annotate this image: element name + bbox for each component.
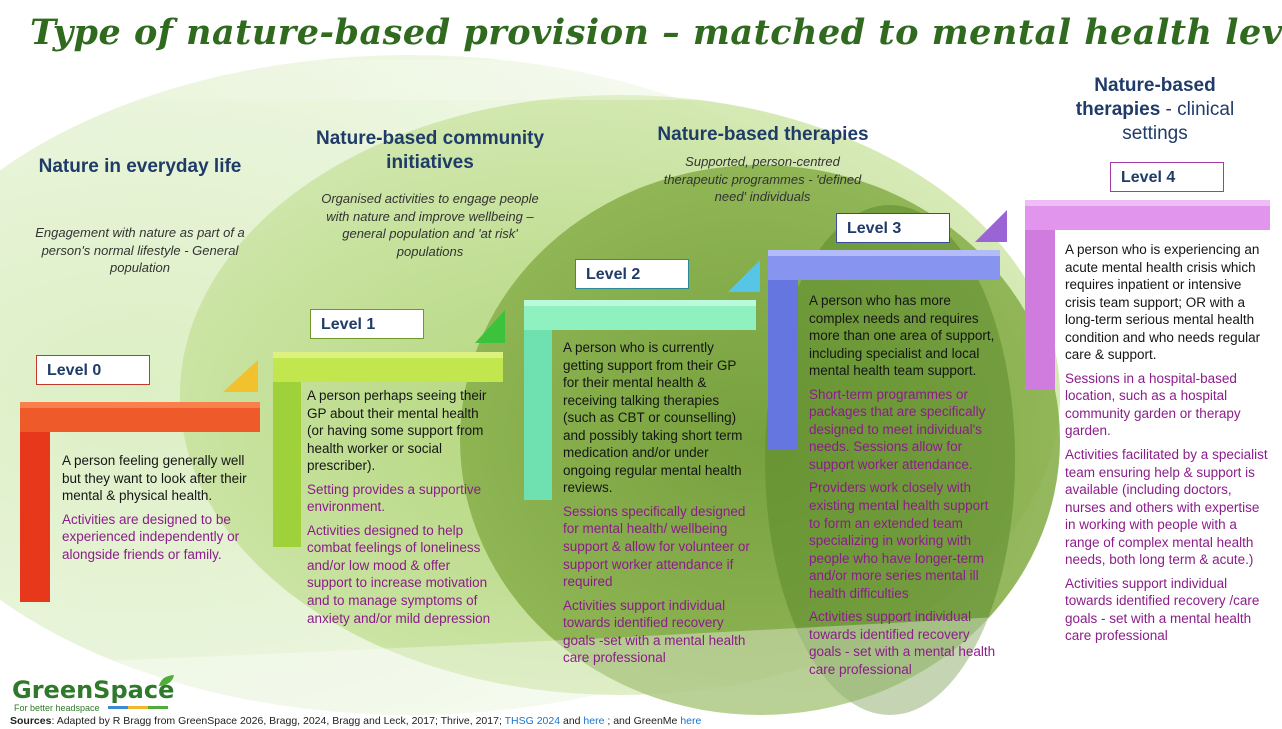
step-level-0 (20, 360, 260, 602)
heading-level-1: Nature-based community initiatives (315, 128, 545, 173)
level-2-badge: Level 2 (575, 259, 689, 289)
detail-level-2-2: Activities support individual towards id… (563, 597, 746, 666)
detail-level-1-1: Setting provides a supportive environmen… (307, 481, 482, 515)
panel-level-2: A person who is currently getting suppor… (563, 339, 753, 667)
level-4-badge: Level 4 (1110, 162, 1224, 192)
sources-line: Sources: Adapted by R Bragg from GreenSp… (10, 715, 701, 727)
step-level-1 (273, 310, 505, 547)
logo-underline-icon (108, 706, 168, 709)
link-thsg-2024[interactable]: THSG 2024 (504, 715, 561, 727)
step-level-3 (768, 210, 1007, 450)
level-3-badge: Level 3 (836, 213, 950, 243)
detail-level-3-1: Short-term programmes or packages that a… (809, 386, 986, 472)
description-level-4: A person who is experiencing an acute me… (1065, 242, 1261, 363)
heading-level-0: Nature in everyday life (38, 156, 242, 177)
step-level-4 (1025, 200, 1270, 390)
detail-level-4-2: Activities facilitated by a specialist t… (1065, 447, 1268, 568)
detail-level-1-2: Activities designed to help combat feeli… (307, 522, 491, 626)
sources-label: Sources (10, 715, 52, 727)
heading-level-4-bold: Nature-based therapies (1075, 75, 1216, 120)
sources-text-3: ; and GreenMe (604, 715, 681, 727)
subtitle-level-0: Engagement with nature as part of a pers… (35, 225, 245, 276)
leaf-icon (159, 675, 174, 686)
greenspace-logo: GreenSpace (12, 676, 175, 704)
description-level-0: A person feeling generally well but they… (62, 453, 247, 504)
description-level-1: A person perhaps seeing their GP about t… (307, 388, 487, 474)
page-title: Type of nature-based provision – matched… (30, 12, 1282, 53)
detail-level-3-2: Providers work closely with existing men… (809, 480, 989, 601)
link-here-2[interactable]: here (680, 715, 702, 727)
link-here-1[interactable]: here (583, 715, 605, 727)
subtitle-level-1: Organised activities to engage people wi… (321, 191, 539, 259)
description-level-3: A person who has more complex needs and … (809, 293, 995, 379)
detail-level-3-3: Activities support individual towards id… (809, 609, 996, 677)
heading-level-4: Nature-based therapies - clinical settin… (1055, 74, 1255, 145)
description-level-2: A person who is currently getting suppor… (563, 340, 743, 496)
heading-level-4-rest: - clinical settings (1122, 98, 1235, 144)
panel-level-3: A person who has more complex needs and … (809, 292, 999, 678)
panel-level-0: A person feeling generally well but they… (62, 452, 252, 563)
detail-level-0-1: Activities are designed to be experience… (62, 511, 240, 562)
subtitle-level-2: Supported, person-centred therapeutic pr… (663, 154, 862, 205)
logo-tagline: For better headspace (14, 703, 100, 713)
step-level-2 (524, 260, 760, 500)
detail-level-4-3: Activities support individual towards id… (1065, 575, 1260, 644)
sources-text-1: : Adapted by R Bragg from GreenSpace 202… (51, 715, 505, 727)
core-ellipse (765, 205, 1015, 715)
heading-level-2: Nature-based therapies (657, 124, 869, 145)
sources-text-2: and (560, 715, 584, 727)
panel-level-4: A person who is experiencing an acute me… (1065, 241, 1270, 645)
panel-level-1: A person perhaps seeing their GP about t… (307, 387, 497, 627)
detail-level-2-1: Sessions specifically designed for menta… (563, 503, 750, 590)
detail-level-4-1: Sessions in a hospital-based location, s… (1065, 370, 1241, 439)
level-0-badge: Level 0 (36, 355, 150, 385)
level-1-badge: Level 1 (310, 309, 424, 339)
